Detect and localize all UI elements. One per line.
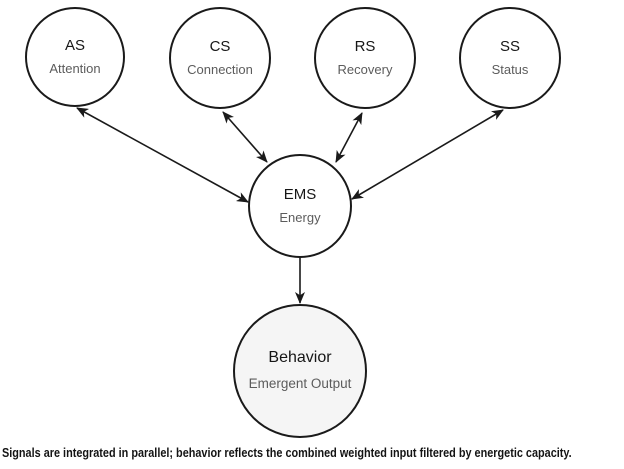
node-rs: RS Recovery (314, 7, 416, 109)
node-behavior-circle (233, 304, 367, 438)
node-cs: CS Connection (169, 7, 271, 109)
node-as-label: Attention (49, 61, 100, 76)
node-ems-label: Energy (279, 210, 321, 225)
node-behavior-label: Emergent Output (249, 376, 352, 391)
edge-cs-ems (222, 111, 268, 163)
node-as: AS Attention (25, 7, 125, 107)
node-cs-circle (169, 7, 271, 109)
node-cs-abbr: CS (210, 38, 231, 55)
edge-ss-ems (351, 109, 504, 200)
node-behavior-abbr: Behavior (268, 349, 332, 366)
edge-rs-ems (335, 112, 363, 163)
node-ss: SS Status (459, 7, 561, 109)
node-cs-label: Connection (187, 62, 253, 77)
node-ss-label: Status (492, 62, 529, 77)
edge-as-ems (76, 107, 249, 203)
node-ss-circle (459, 7, 561, 109)
node-as-circle (25, 7, 125, 107)
node-ems-abbr: EMS (284, 186, 317, 203)
node-rs-circle (314, 7, 416, 109)
node-rs-label: Recovery (338, 62, 393, 77)
node-ems-circle (248, 154, 352, 258)
node-ss-abbr: SS (500, 38, 520, 55)
diagram-caption: Signals are integrated in parallel; beha… (2, 446, 572, 460)
node-as-abbr: AS (65, 37, 85, 54)
node-ems: EMS Energy (248, 154, 352, 258)
diagram-canvas: AS Attention CS Connection RS Recovery SS Statu… (25, 7, 561, 438)
node-rs-abbr: RS (355, 38, 376, 55)
